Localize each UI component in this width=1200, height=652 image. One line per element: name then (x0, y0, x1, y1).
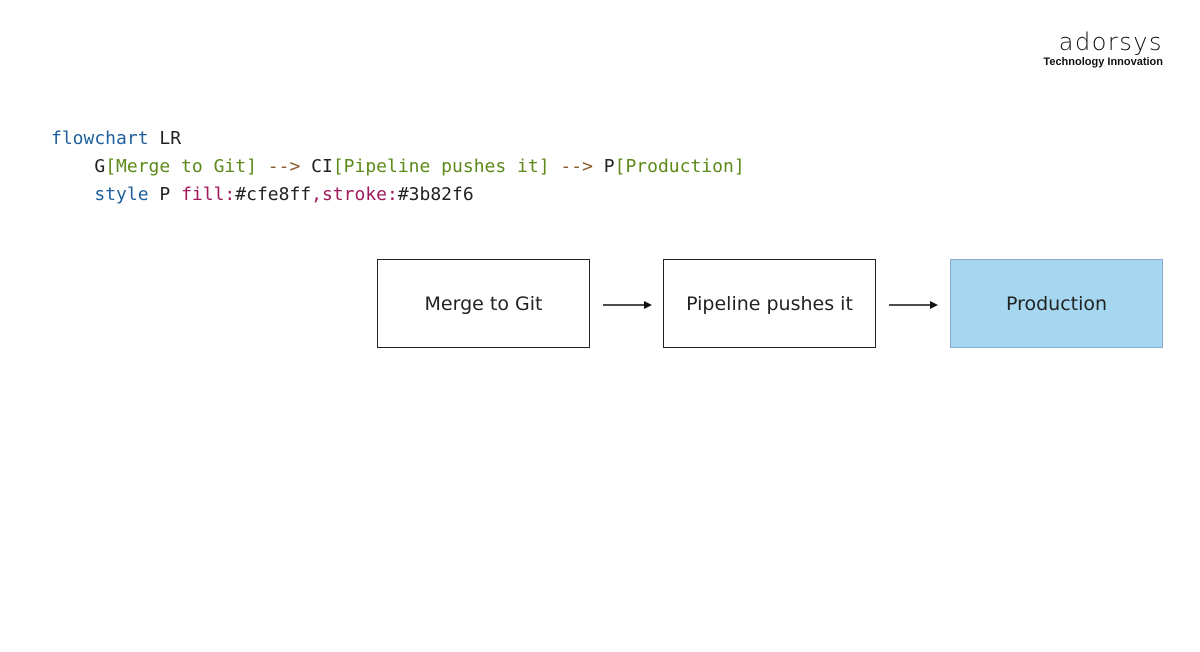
code-node-id-p: P (603, 156, 615, 177)
code-node-id-ci: CI (311, 156, 333, 177)
code-keyword-style: style (94, 184, 149, 205)
code-stroke-key: stroke: (321, 184, 398, 205)
code-arrow-2: --> (560, 156, 593, 177)
code-direction: LR (159, 128, 182, 149)
edge-git-to-pipeline (603, 301, 652, 309)
code-fill-value: #cfe8ff (235, 184, 312, 205)
brand-name: adorsys (1058, 28, 1163, 56)
code-line-2: G[Merge to Git] --> CI[Pipeline pushes i… (51, 153, 745, 181)
node-pipeline-pushes-it: Pipeline pushes it (663, 259, 876, 348)
code-node-label-p: [Production] (614, 156, 745, 177)
code-style-target: P (159, 184, 171, 205)
code-keyword-flowchart: flowchart (51, 128, 149, 149)
code-arrow-1: --> (267, 156, 301, 177)
code-node-label-ci: [Pipeline pushes it] (332, 156, 550, 177)
code-node-label-g: [Merge to Git] (105, 156, 257, 177)
mermaid-code-block: flowchart LR G[Merge to Git] --> CI[Pipe… (51, 125, 745, 209)
code-fill-key: fill: (181, 184, 236, 205)
code-separator: , (311, 184, 322, 205)
code-node-id-g: G (94, 156, 106, 177)
code-line-3: style P fill:#cfe8ff,stroke:#3b82f6 (51, 181, 745, 209)
node-production: Production (950, 259, 1163, 348)
code-stroke-value: #3b82f6 (397, 184, 474, 205)
node-label-production: Production (1005, 292, 1108, 315)
brand-logo: adorsys Technology Innovation (1043, 30, 1163, 68)
brand-tagline: Technology Innovation (1043, 56, 1163, 68)
node-label-pipeline-pushes-it: Pipeline pushes it (686, 292, 853, 315)
node-merge-to-git: Merge to Git (377, 259, 590, 348)
edge-pipeline-to-production (889, 301, 938, 309)
code-line-1: flowchart LR (51, 125, 745, 153)
node-label-merge-to-git: Merge to Git (424, 292, 543, 315)
